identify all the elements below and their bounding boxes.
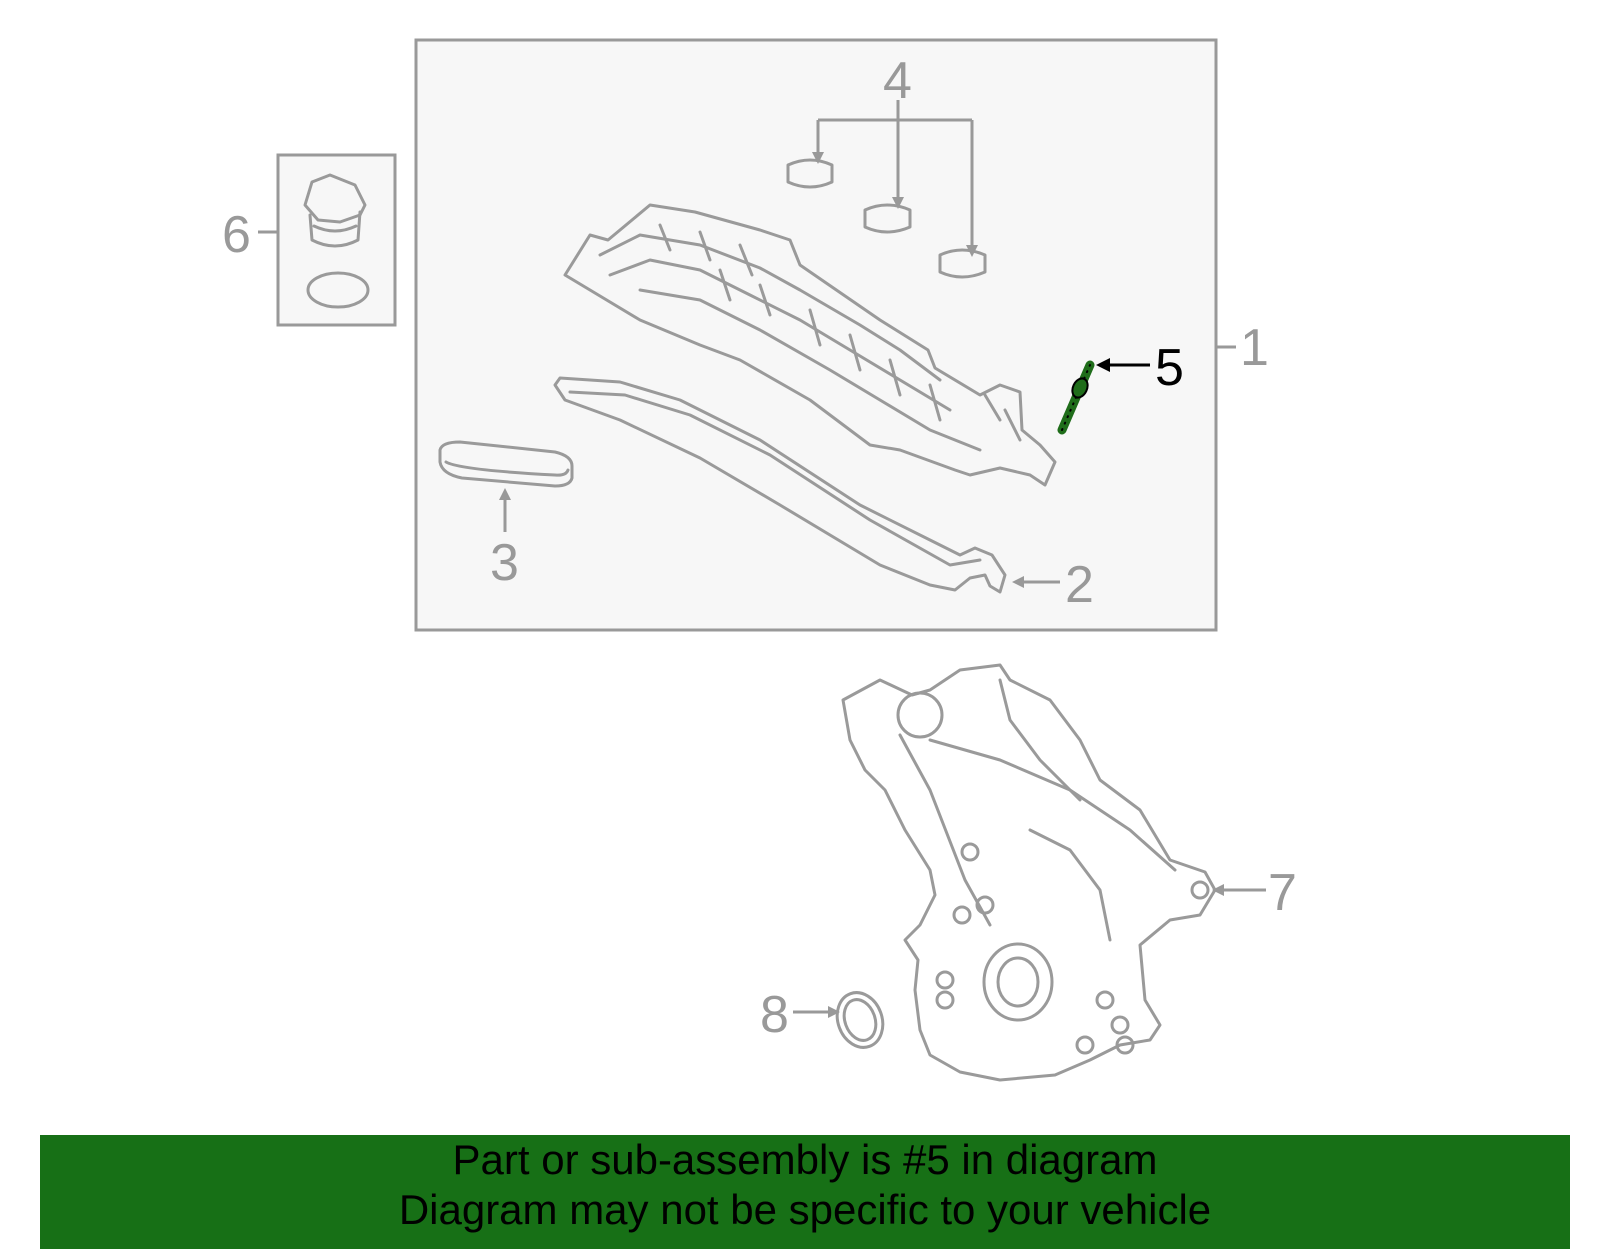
- timing-cover[interactable]: [841, 663, 1217, 1082]
- footer-line-2: Diagram may not be specific to your vehi…: [398, 1186, 1212, 1233]
- callout-1: 1: [1240, 319, 1269, 377]
- crankshaft-seal[interactable]: [830, 986, 890, 1054]
- callout-2: 2: [1065, 556, 1094, 614]
- leader-lines: [258, 100, 1266, 1018]
- valve-cover-bolt[interactable]: [1057, 360, 1095, 435]
- callout-6: 6: [222, 206, 251, 264]
- valve-cover[interactable]: [563, 203, 1057, 487]
- valve-cover-gasket[interactable]: [553, 376, 1007, 594]
- callout-4: 4: [883, 52, 912, 110]
- tube-seal[interactable]: [438, 440, 574, 488]
- callout-7: 7: [1268, 864, 1297, 922]
- callout-5: 5: [1155, 339, 1184, 397]
- footer-banner: Part or sub-assembly is #5 in diagram Di…: [40, 1135, 1570, 1249]
- oil-filler-cap[interactable]: [303, 173, 370, 309]
- spark-plug-seals[interactable]: [786, 158, 987, 279]
- callout-3: 3: [490, 534, 519, 592]
- footer-line-1: Part or sub-assembly is #5 in diagram: [452, 1136, 1158, 1183]
- callout-8: 8: [760, 986, 789, 1044]
- oil-cap-box: [276, 153, 397, 327]
